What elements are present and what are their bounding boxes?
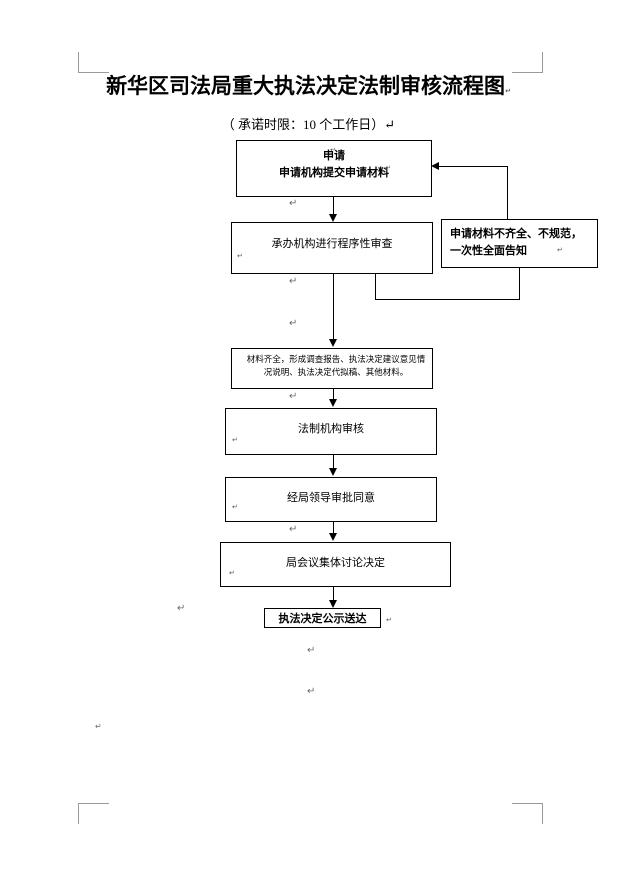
crop-mark-top-right <box>512 52 543 73</box>
pilcrow-below-final-2: ↵ <box>307 686 316 697</box>
mark-review-inner: ↵ <box>232 437 238 444</box>
node-incomplete-notice-line-2: 一次性全面告知 <box>450 244 527 257</box>
node-bureau-meeting-line-1: 局会议集体讨论决定 <box>286 557 385 569</box>
node-procedural-review-line-1: 承办机构进行程序性审查 <box>271 238 393 250</box>
mark-proc-inner: ↵ <box>237 253 243 260</box>
node-legal-affairs-review[interactable]: 法制机构审核 <box>225 408 437 455</box>
connector-materials-to-legal <box>333 389 335 401</box>
crop-mark-top-left <box>78 52 109 73</box>
connector-meeting-to-publish <box>333 587 335 601</box>
pilcrow-below-final-1: ↵ <box>307 645 316 656</box>
mark-apply-line-1: ↵ <box>330 147 336 154</box>
connector-review-loop-down <box>375 274 377 300</box>
connector-side-up <box>507 166 509 220</box>
node-apply-line-1: 申请 <box>323 150 345 162</box>
node-apply[interactable]: 申请 申请机构提交申请材料 <box>236 140 432 197</box>
pilcrow-below-proc-1: ↵ <box>289 276 298 287</box>
connector-review-loop-across <box>375 299 520 301</box>
node-materials-complete[interactable]: 材料齐全，形成调查报告、执法决定建议意见情 况说明、执法决定代拟稿、其他材料。 <box>231 348 433 389</box>
node-incomplete-notice[interactable]: 申请材料不齐全、不规范， 一次性全面告知 <box>441 219 598 268</box>
node-leader-approval-line-1: 经局领导审批同意 <box>287 492 375 504</box>
node-legal-affairs-review-line-1: 法制机构审核 <box>298 423 364 435</box>
node-materials-complete-line-2: 况说明、执法决定代拟稿、其他材料。 <box>263 367 409 378</box>
arrowhead-apply-to-review <box>328 214 337 222</box>
arrowhead-materials-to-legal <box>328 399 337 407</box>
pilcrow-bottom-left: ↵ <box>95 722 102 731</box>
node-incomplete-notice-line-1: 申请材料不齐全、不规范， <box>450 228 582 240</box>
node-publish-deliver-line-1: 执法决定公示送达 <box>278 613 367 625</box>
page-title-text: 新华区司法局重大执法决定法制审核流程图 <box>106 75 506 98</box>
arrowhead-leader-to-meeting <box>328 533 337 541</box>
crop-mark-bottom-left <box>78 803 109 824</box>
page-title-pilcrow: ↵ <box>505 88 511 95</box>
pilcrow-below-approve: ↵ <box>289 524 298 535</box>
pilcrow-left-of-final: ↵ <box>177 603 186 614</box>
connector-leader-to-meeting <box>333 522 335 535</box>
node-publish-deliver[interactable]: 执法决定公示送达 <box>264 608 381 628</box>
mark-apply-line-2: ↵ <box>385 165 391 172</box>
mark-meeting-inner: ↵ <box>229 570 235 577</box>
crop-mark-bottom-right <box>512 803 543 824</box>
page-subtitle: （ 承诺时限：10 个工作日）↵ <box>221 117 396 132</box>
node-leader-approval[interactable]: 经局领导审批同意 <box>225 477 437 522</box>
connector-loop-up-to-side <box>519 268 521 300</box>
arrowhead-meeting-to-publish <box>328 600 337 608</box>
node-apply-line-2: 申请机构提交申请材料 <box>279 166 389 179</box>
arrowhead-review-to-materials <box>328 339 337 347</box>
page-title: 新华区司法局重大执法决定法制审核流程图↵ <box>0 70 617 100</box>
node-materials-complete-line-1: 材料齐全，形成调查报告、执法决定建议意见情 <box>246 354 426 364</box>
mark-final-right: ↵ <box>386 617 392 624</box>
pilcrow-below-proc-2: ↵ <box>289 318 298 329</box>
connector-apply-to-review <box>333 197 335 216</box>
node-bureau-meeting[interactable]: 局会议集体讨论决定 <box>220 542 451 587</box>
arrowhead-legal-to-leader <box>328 468 337 476</box>
mark-approve-inner: ↵ <box>232 504 238 511</box>
connector-side-to-apply <box>438 166 508 168</box>
mark-side-line-2: ↵ <box>557 247 563 254</box>
arrowhead-side-to-apply <box>431 161 439 170</box>
pilcrow-below-apply: ↵ <box>289 198 298 209</box>
connector-review-down-left <box>333 274 335 342</box>
pilcrow-below-materials: ↵ <box>289 391 298 402</box>
connector-legal-to-leader <box>333 455 335 469</box>
node-procedural-review[interactable]: 承办机构进行程序性审查 <box>231 222 433 274</box>
